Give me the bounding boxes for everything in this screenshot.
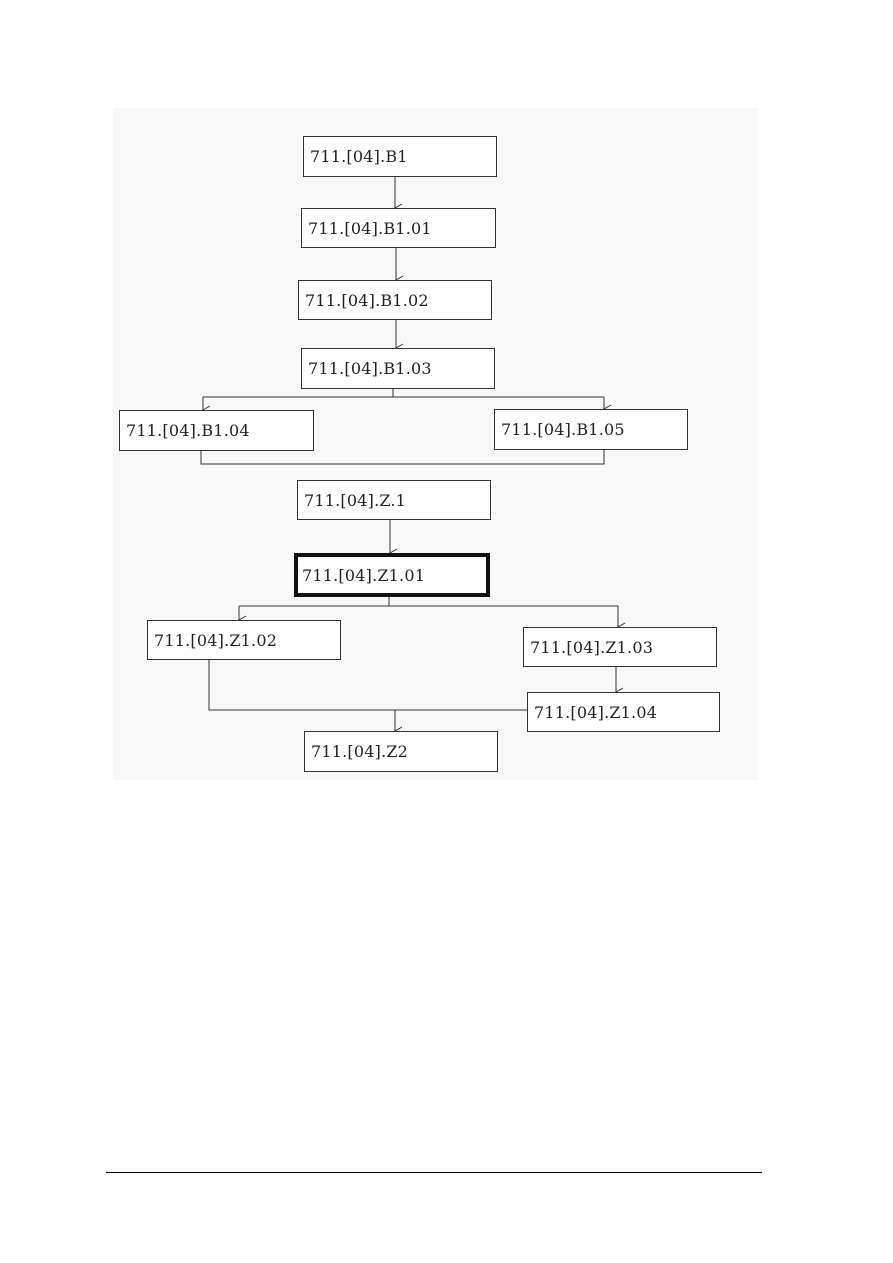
node-z1: 711.[04].Z.1 [297, 480, 491, 520]
node-z2: 711.[04].Z2 [304, 731, 498, 772]
edge-z1-01-split [239, 597, 618, 607]
edge-z1-02-z1-04-join [208, 660, 527, 711]
node-b1-05: 711.[04].B1.05 [494, 409, 688, 450]
node-z1-02: 711.[04].Z1.02 [147, 620, 341, 660]
node-z1-03: 711.[04].Z1.03 [523, 627, 717, 667]
node-z1-04: 711.[04].Z1.04 [527, 692, 720, 732]
node-b1: 711.[04].B1 [303, 136, 497, 177]
node-b1-01: 711.[04].B1.01 [301, 208, 496, 248]
node-b1-04: 711.[04].B1.04 [119, 410, 314, 451]
footer-rule [106, 1172, 762, 1173]
edge-b1-04-b1-05-join [200, 450, 605, 465]
edge-b1-03-split [203, 389, 604, 398]
node-b1-02: 711.[04].B1.02 [298, 280, 492, 320]
node-b1-03: 711.[04].B1.03 [301, 348, 495, 389]
node-z1-01-current: 711.[04].Z1.01 [294, 553, 490, 597]
